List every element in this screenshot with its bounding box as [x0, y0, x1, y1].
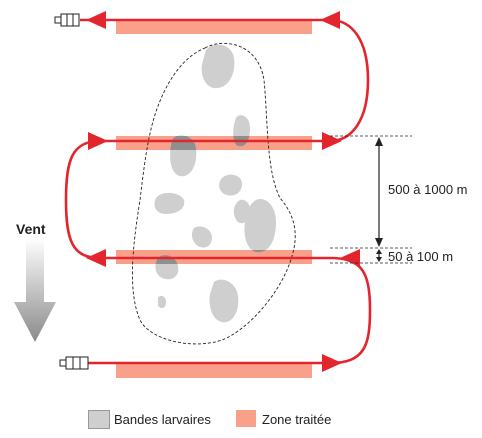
larval-band	[219, 174, 242, 196]
aircraft-icon	[54, 13, 80, 27]
arrowhead-up-icon	[376, 249, 382, 254]
larval-band	[158, 295, 166, 309]
flight-direction-arrows	[86, 11, 360, 372]
arrowhead-left-icon	[86, 11, 106, 29]
legend-swatch-larval-bands	[88, 410, 110, 429]
arrowhead-left-icon	[340, 249, 360, 267]
arrowhead-right-icon	[322, 132, 342, 150]
larval-band	[191, 226, 212, 248]
infested-area-outline	[132, 42, 296, 345]
arrowhead-left-icon	[320, 11, 340, 29]
larval-bands	[154, 44, 276, 323]
arrowhead-down-icon	[376, 257, 382, 262]
arrowhead-right-icon	[88, 132, 108, 150]
distance-label-small: 50 à 100 m	[388, 249, 454, 264]
treated-zone-strip	[116, 364, 312, 378]
arrowhead-left-icon	[86, 249, 106, 267]
treated-zone-strip	[116, 20, 312, 34]
larval-band	[233, 199, 250, 224]
larval-band	[154, 192, 185, 214]
treated-zone-strip	[116, 136, 312, 150]
measurements	[330, 135, 412, 264]
legend-label-treated-zone: Zone traitée	[262, 412, 332, 427]
arrowhead-up-icon	[375, 137, 383, 146]
arrowhead-down-icon	[375, 238, 383, 247]
larval-band	[209, 279, 239, 323]
larval-band	[201, 44, 235, 89]
wind-arrow-icon	[14, 238, 56, 342]
larval-band	[244, 198, 276, 253]
aircraft-icon	[59, 356, 89, 370]
flight-path	[64, 18, 372, 365]
legend-label-larval-bands: Bandes larvaires	[114, 412, 211, 427]
distance-label-large: 500 à 1000 m	[388, 182, 468, 197]
wind-label: Vent	[16, 221, 46, 237]
legend-swatch-treated-zone	[236, 410, 256, 427]
arrowhead-right-icon	[322, 354, 342, 372]
